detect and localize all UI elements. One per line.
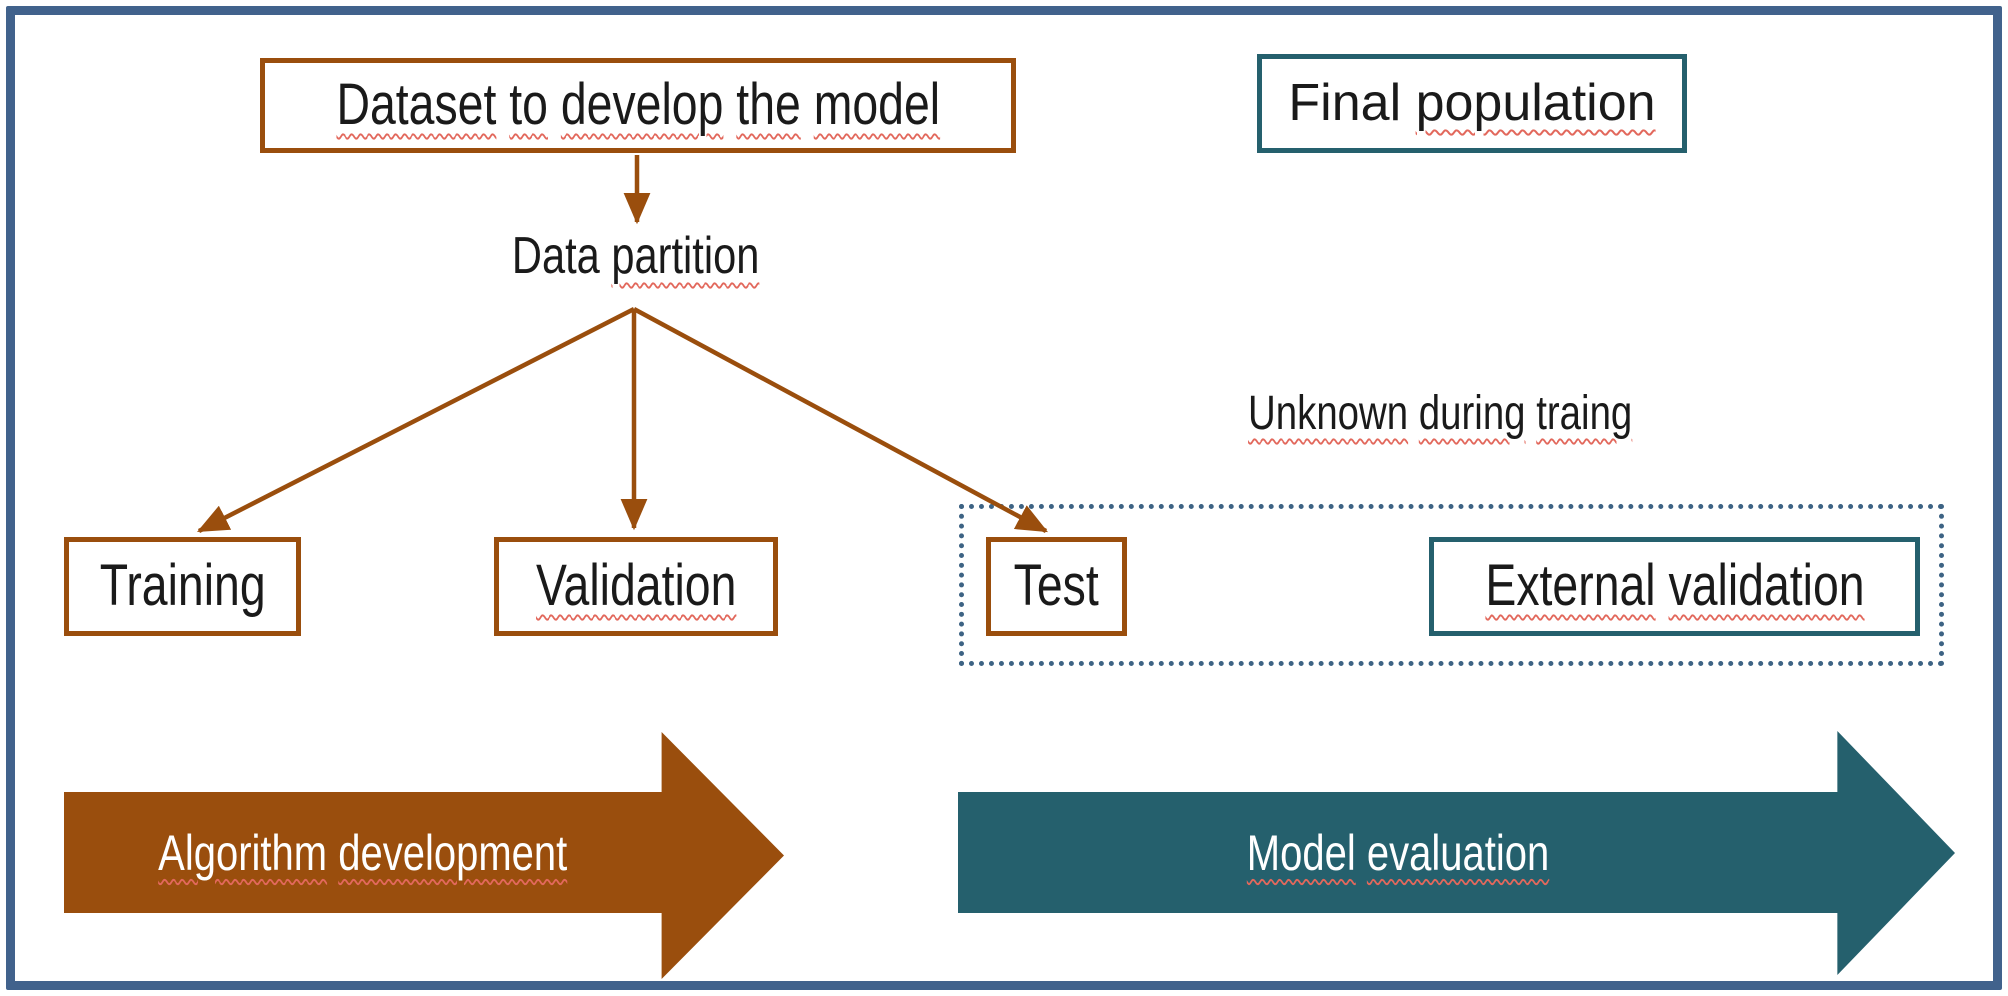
arrow-partition-to-test — [632, 307, 1048, 533]
outer-frame — [6, 6, 2002, 990]
arrow-partition-to-training — [196, 306, 636, 534]
model-evaluation-arrow: Model evaluation — [958, 731, 1955, 975]
final-population-box: Final population — [1257, 54, 1687, 153]
algorithm-development-label: Algorithm development — [158, 824, 568, 881]
model-evaluation-label: Model evaluation — [1246, 824, 1549, 881]
external-validation-label: External validation — [1484, 553, 1865, 619]
evaluation-dotted-group — [959, 504, 1944, 666]
final-population-label: Final population — [1288, 74, 1656, 133]
training-box-label: Training — [99, 553, 266, 619]
data-partition-label: Data partition — [512, 227, 760, 285]
training-box: Training — [64, 537, 301, 636]
external-validation-box: External validation — [1429, 537, 1920, 636]
validation-box-label: Validation — [535, 553, 737, 619]
algorithm-development-arrow: Algorithm development — [64, 732, 784, 979]
test-box-label: Test — [1013, 553, 1100, 619]
validation-box: Validation — [494, 537, 778, 636]
dataset-box: Dataset to develop the model — [260, 58, 1016, 153]
dataset-box-label: Dataset to develop the model — [336, 72, 940, 138]
unknown-during-training-label: Unknown during traing — [1247, 387, 1633, 440]
test-box: Test — [986, 537, 1127, 636]
